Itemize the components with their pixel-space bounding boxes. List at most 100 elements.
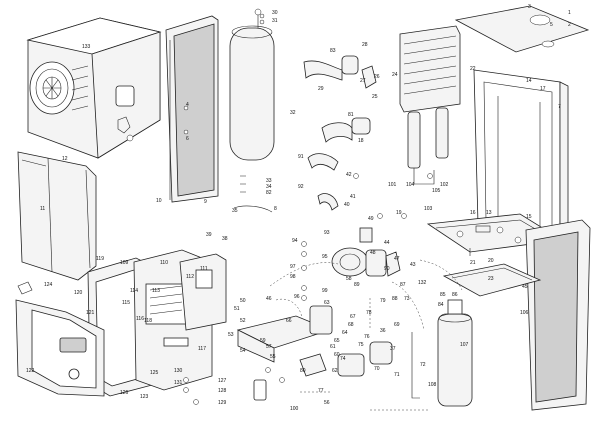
side-panel-vessel [165, 8, 275, 213]
drip-tray [442, 263, 542, 297]
callout-57: 57 [266, 344, 272, 350]
right-side-panel [525, 219, 591, 411]
callout-109: 109 [120, 260, 129, 266]
callout-55: 55 [270, 354, 276, 360]
callout-30: 30 [272, 10, 278, 16]
callout-1: 1 [568, 10, 571, 16]
callout-47: 47 [394, 256, 400, 262]
callout-33: 33 [266, 178, 272, 184]
callout-38: 38 [222, 236, 228, 242]
callout-21: 21 [470, 260, 476, 266]
callout-2: 2 [568, 22, 571, 28]
callout-113: 113 [152, 288, 160, 294]
callout-120: 120 [74, 290, 83, 296]
callout-18: 18 [358, 138, 364, 144]
valve-block [236, 305, 393, 401]
callout-54: 54 [240, 348, 246, 354]
callout-61: 61 [330, 344, 336, 350]
callout-123: 123 [140, 394, 149, 400]
callout-17: 17 [540, 86, 546, 92]
callout-98: 98 [290, 274, 296, 280]
callout-34: 34 [266, 184, 272, 190]
callout-100: 100 [290, 406, 299, 412]
callout-48: 48 [370, 250, 376, 256]
callout-102: 102 [440, 182, 449, 188]
callout-4: 4 [186, 102, 189, 108]
chassis-frame [454, 5, 590, 239]
callout-66: 66 [286, 318, 292, 324]
callout-107: 107 [460, 342, 469, 348]
callout-58: 58 [346, 276, 352, 282]
callout-101: 101 [388, 182, 397, 188]
callout-99: 99 [322, 288, 328, 294]
callout-92: 92 [298, 184, 304, 190]
callout-75: 75 [358, 342, 364, 348]
callout-65: 65 [334, 338, 340, 344]
callout-52: 52 [240, 318, 246, 324]
callout-70: 70 [374, 366, 380, 372]
callout-68: 68 [348, 322, 354, 328]
callout-122: 122 [26, 368, 35, 374]
callout-125: 125 [150, 370, 159, 376]
callout-73: 73 [404, 296, 410, 302]
callout-93: 93 [324, 230, 330, 236]
callout-74: 74 [340, 356, 346, 362]
callout-115: 115 [122, 300, 130, 306]
callout-132: 132 [418, 280, 427, 286]
callout-13: 13 [486, 210, 492, 216]
electric-heater [411, 299, 473, 407]
callout-105: 105 [432, 188, 441, 194]
callout-45: 45 [522, 284, 528, 290]
callout-15: 15 [526, 214, 532, 220]
callout-96: 96 [294, 294, 300, 300]
callout-111: 111 [200, 266, 208, 272]
callout-27: 27 [360, 78, 366, 84]
upper-pipes [303, 55, 377, 211]
callout-35: 35 [232, 208, 238, 214]
callout-28: 28 [362, 42, 368, 48]
callout-63: 63 [324, 300, 330, 306]
control-box [87, 249, 227, 397]
callout-76: 76 [364, 334, 370, 340]
callout-16: 16 [470, 210, 476, 216]
callout-78: 78 [366, 310, 372, 316]
callout-91: 91 [298, 154, 304, 160]
callout-126: 126 [120, 390, 129, 396]
callout-84: 84 [438, 302, 444, 308]
callout-77: 77 [318, 388, 324, 394]
callout-80: 80 [300, 368, 306, 374]
callout-62: 62 [332, 368, 338, 374]
front-fascia [15, 281, 105, 397]
callout-117: 117 [198, 346, 206, 352]
callout-85: 85 [440, 292, 446, 298]
callout-67: 67 [350, 314, 356, 320]
plate-heat-exchanger [399, 25, 461, 185]
callout-39: 39 [206, 232, 212, 238]
callout-50: 50 [240, 298, 246, 304]
callout-121: 121 [86, 310, 95, 316]
callout-8: 8 [274, 206, 277, 212]
callout-5: 5 [550, 22, 553, 28]
front-cover-panel [17, 151, 97, 281]
callout-labels: 1234567891011121314151617181920212223242… [26, 4, 571, 412]
callout-133: 133 [82, 44, 91, 50]
callout-9: 9 [204, 199, 207, 205]
callout-88: 88 [392, 296, 398, 302]
callout-3: 3 [528, 4, 531, 10]
callout-43: 43 [410, 262, 416, 268]
callout-131: 131 [174, 380, 183, 386]
callout-114: 114 [130, 288, 138, 294]
callout-10: 10 [156, 198, 162, 204]
callout-103: 103 [424, 206, 433, 212]
callout-25: 25 [372, 94, 378, 100]
callout-42: 42 [346, 172, 352, 178]
callout-53: 53 [228, 332, 234, 338]
callout-87: 87 [400, 282, 406, 288]
callout-104: 104 [406, 182, 415, 188]
callout-124: 124 [44, 282, 53, 288]
callout-112: 112 [186, 274, 194, 280]
callout-72: 72 [420, 362, 426, 368]
callout-23: 23 [488, 276, 494, 282]
callout-7: 7 [558, 104, 561, 110]
